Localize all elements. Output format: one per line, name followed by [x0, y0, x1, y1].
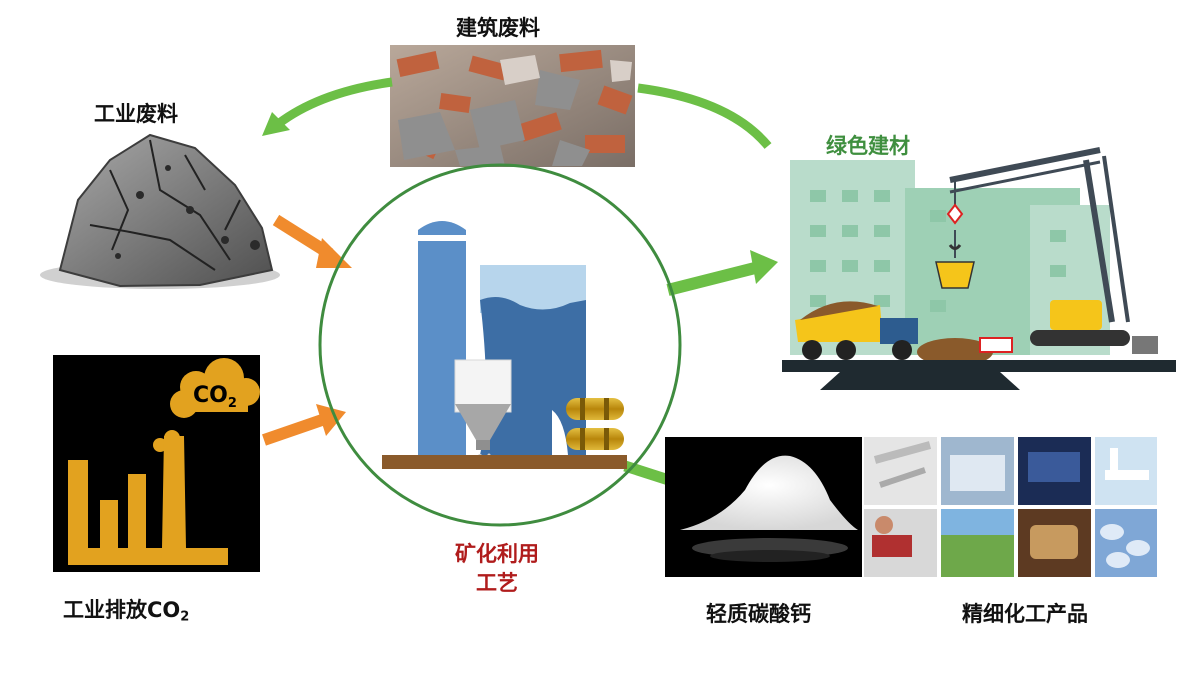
calcium-carbonate-label: 轻质碳酸钙: [706, 602, 811, 626]
crane: [949, 147, 1130, 323]
process-label: 矿化利用 工艺: [455, 540, 539, 598]
fine-chemical-products-label: 精细化工产品: [962, 602, 1088, 626]
co2-badge-text: CO2: [193, 383, 237, 411]
mineralization-process-circle: [318, 163, 682, 527]
industrial-co2-panel: CO2: [53, 355, 260, 572]
co2-cloud-icon: CO2: [170, 358, 260, 418]
industrial-waste-label: 工业废料: [94, 102, 178, 126]
industrial-co2-label-text: 工业排放CO: [63, 598, 181, 622]
calcium-carbonate-powder-image: [665, 437, 862, 577]
construction-waste-label: 建筑废料: [456, 16, 540, 40]
gold-pipes: [566, 398, 624, 450]
green-building-materials-image: [782, 147, 1176, 390]
cycle-arrow-to-green-materials: [637, 83, 772, 149]
cycle-arrow-to-industrial-waste: [262, 77, 393, 136]
industrial-waste-rock-image: [40, 133, 280, 289]
process-label-line2: 工艺: [476, 571, 518, 595]
arrow-co2-to-process: [262, 404, 346, 446]
arrow-industrial-waste-to-process: [272, 214, 352, 268]
green-building-materials-label: 绿色建材: [826, 134, 910, 158]
factory-silhouette: [68, 430, 228, 565]
fine-chemical-products-grid: [864, 437, 1157, 577]
industrial-co2-label: 工业排放CO2: [63, 594, 189, 624]
construction-waste-image: [390, 45, 635, 167]
process-label-line1: 矿化利用: [455, 542, 539, 566]
arrow-process-to-green-materials: [666, 250, 778, 296]
industrial-co2-subscript: 2: [180, 609, 190, 625]
process-equipment: [382, 221, 627, 469]
